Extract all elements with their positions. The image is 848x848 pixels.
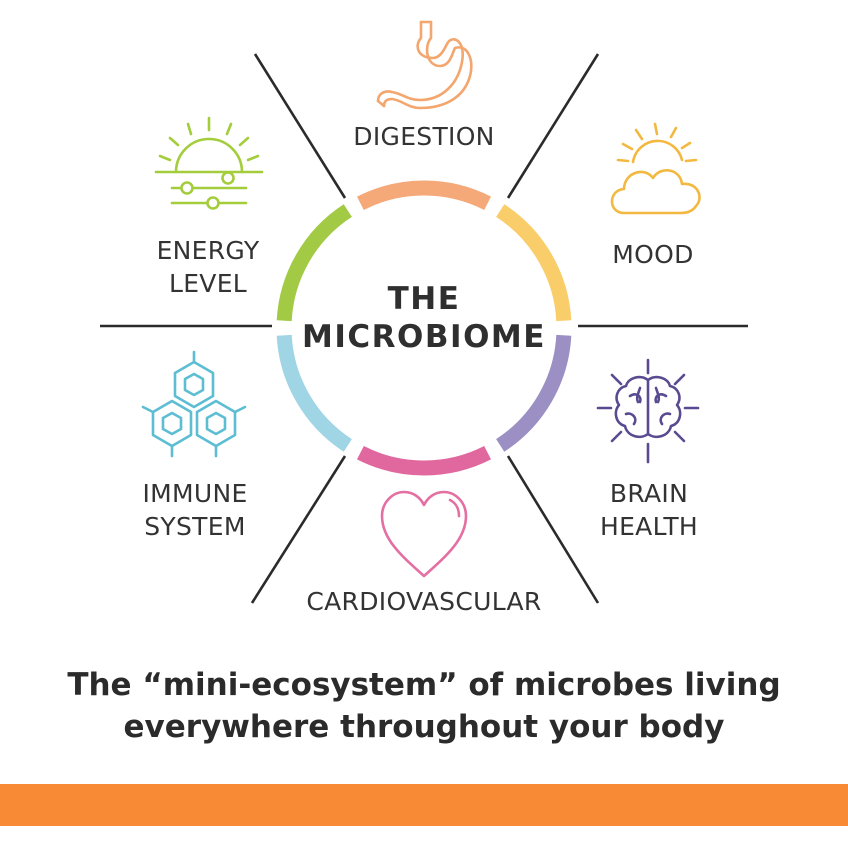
hexagon-cells-icon [141,350,247,458]
microbiome-diagram [100,20,748,604]
divider-line [250,455,347,604]
center-title-line2: MICROBIOME [302,319,546,355]
label-digestion: DIGESTION [353,122,495,151]
label-mood: MOOD [612,240,694,269]
stomach-icon [376,20,473,110]
caption-line1: The “mini-ecosystem” of microbes living [67,667,781,703]
ring-segment-brain-health [496,334,572,452]
divider-lines [100,53,748,604]
label-cardiovascular: CARDIOVASCULAR [306,587,542,616]
label-energy-level: ENERGY LEVEL [156,236,260,298]
divider-line [506,53,600,199]
bottom-accent-bar [0,784,848,826]
caption: The “mini-ecosystem” of microbes living … [20,664,828,748]
label-brain-health: BRAIN HEALTH [599,479,699,541]
ring-segment-mood [496,204,572,322]
ring-segment-immune-system [276,334,352,452]
divider-line [506,455,600,604]
center-title-line1: THE [387,281,461,317]
ring-segment-cardiovascular [356,445,492,476]
divider-line [253,53,347,199]
brain-icon [596,358,700,464]
sun-cloud-icon [610,122,701,215]
ring-segment-digestion [356,180,492,211]
heart-icon [380,490,468,578]
microbiome-ring [276,180,572,476]
caption-line2: everywhere throughout your body [123,709,725,745]
label-immune-system: IMMUNE SYSTEM [142,479,248,541]
center-title: THE MICROBIOME [274,280,574,356]
ring-segment-energy-level [276,204,352,322]
sunrise-sliders-icon [154,116,264,210]
